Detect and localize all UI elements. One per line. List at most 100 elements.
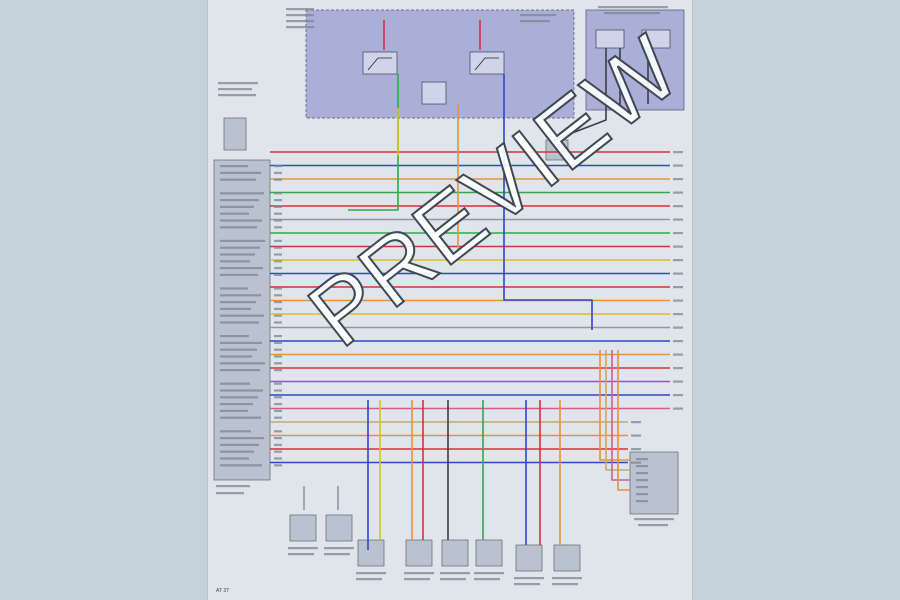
module-pin-label [220,267,263,270]
component-caption [514,577,544,580]
pin-number [274,253,282,256]
relay-switch-symbol [367,57,392,71]
pin-number [274,246,282,249]
pin-number [274,294,282,297]
module-pin-label [220,199,259,202]
connector-feed-wire [617,350,630,491]
module-pin-label [220,212,249,215]
module-pin-label [220,226,257,229]
module-pin-label [220,369,260,372]
module-pin-label [220,178,256,181]
pin-number [274,192,282,195]
connector-pin [636,500,648,503]
sensor-caption [218,82,258,85]
module-caption [216,492,244,495]
junction-caption [286,26,314,29]
sensor-caption [218,88,252,91]
connector-caption [638,524,668,527]
module-pin-label [220,416,261,419]
bottom-switch-2 [325,514,353,542]
pin-number [274,362,282,365]
sensor-element [595,29,625,49]
pin-number [274,171,282,174]
component-caption [514,583,540,586]
pin-number [274,403,282,406]
module-pin-label [220,273,258,276]
wire-terminal-id [673,272,683,275]
pin-number [274,165,282,168]
junction-caption [286,8,314,11]
module-pin-label [220,355,252,358]
wiring-diagram-sheet: AT 37 [208,0,692,600]
module-pin-label [220,430,251,433]
module-pin-label [220,192,264,195]
relay-right [469,51,505,75]
connector-right [629,451,679,515]
module-pin-label [220,341,262,344]
wire-terminal-id [673,286,683,289]
wire-terminal-id [631,448,641,451]
pin-number [274,260,282,263]
pin-number [274,396,282,399]
module-pin-label [220,321,259,324]
wire-terminal-id [673,394,683,397]
wire-terminal-id [673,151,683,154]
wire-terminal-id [673,178,683,181]
relay-left [362,51,398,75]
connector-pin [636,479,648,482]
module-pin-label [220,301,256,304]
relay-center [421,81,447,105]
solenoid-3 [441,539,469,567]
sensor-bottom-1 [515,544,543,572]
component-caption [440,572,470,575]
sensor-left [223,117,247,151]
connector-center [545,139,569,161]
wire-terminal-id [631,421,641,424]
pin-number [274,409,282,412]
pin-number [274,450,282,453]
pin-number [274,389,282,392]
pin-number [274,307,282,310]
wire-terminal-id [631,461,641,464]
pin-number [274,355,282,358]
connector-pin [636,472,648,475]
component-caption [474,572,504,575]
connector-caption [634,518,674,521]
sensor-element [641,29,671,49]
module-pin-label [220,219,262,222]
pin-number [274,267,282,270]
pin-number [274,369,282,372]
module-pin-label [220,171,261,174]
wire-terminal-id [673,191,683,194]
component-caption [598,6,668,9]
module-caption [216,485,250,488]
component-caption [288,553,314,556]
pin-number [274,178,282,181]
module-pin-label [220,389,263,392]
wire-terminal-id [673,245,683,248]
module-pin-label [220,239,265,242]
pin-number [274,437,282,440]
solenoid-1 [357,539,385,567]
component-caption [552,577,582,580]
connector-pin [636,458,648,461]
wire-terminal-id [673,218,683,221]
module-pin-label [220,314,264,317]
wire-terminal-id [673,232,683,235]
connector-feed-wire [599,350,630,461]
pin-number [274,226,282,229]
relay-output-wire [503,74,593,330]
pin-number [274,321,282,324]
module-pin-label [220,382,250,385]
wire-terminal-id [673,407,683,410]
pin-number [274,314,282,317]
junction-caption [286,20,314,23]
module-pin-label [220,253,255,256]
wire-terminal-id [673,205,683,208]
component-caption [324,547,354,550]
wire-terminal-id [631,434,641,437]
module-pin-label [220,294,261,297]
component-caption [552,583,578,586]
module-pin-label [220,457,249,460]
pin-number [274,348,282,351]
